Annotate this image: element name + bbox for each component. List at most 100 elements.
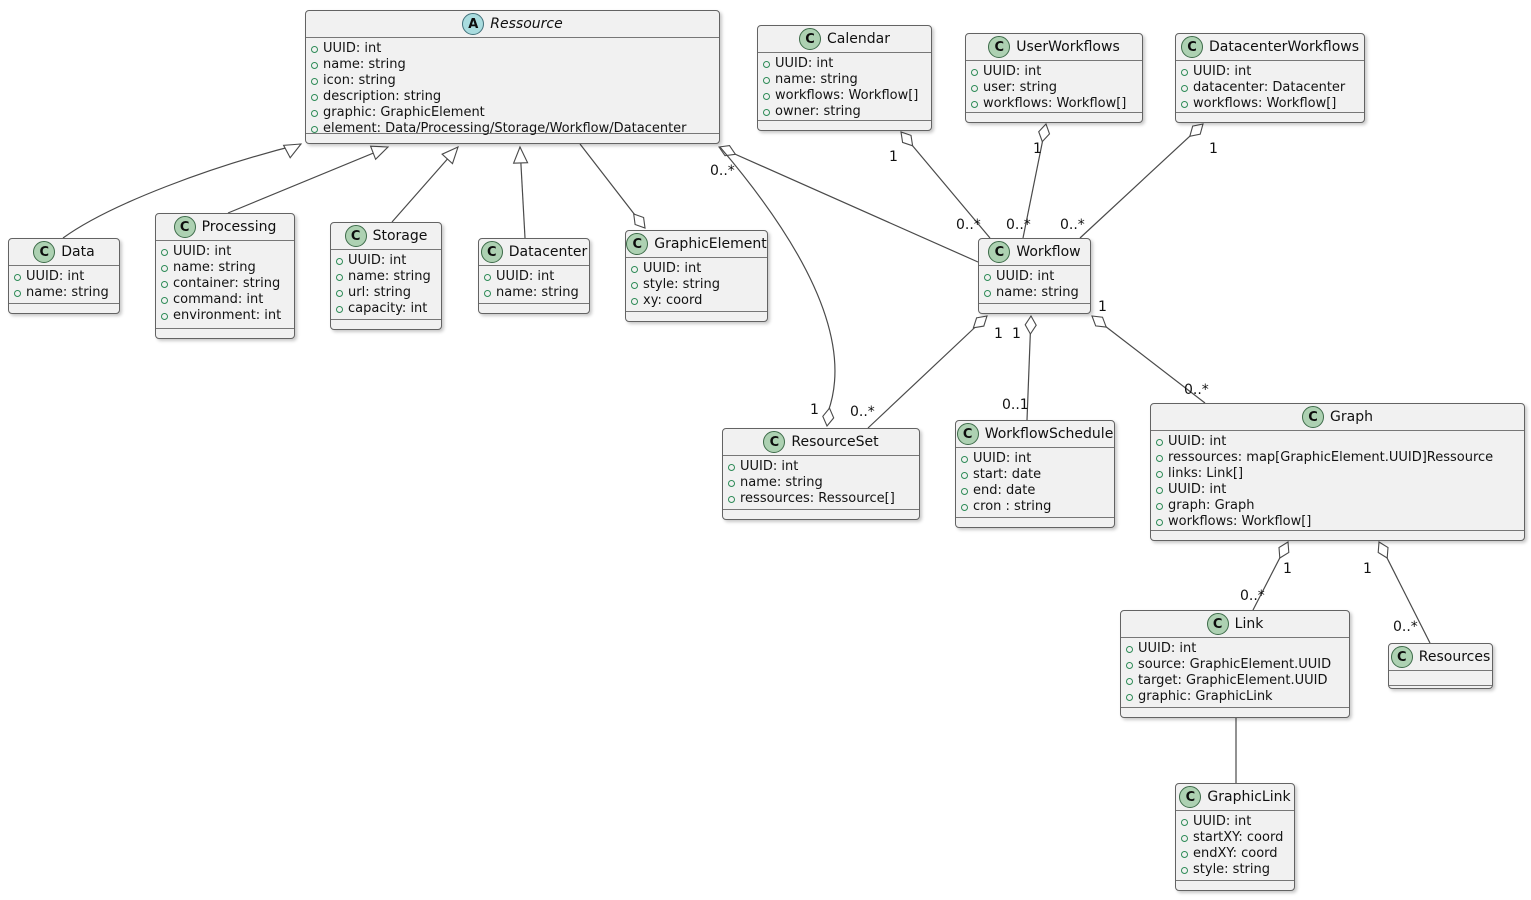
multiplicity-label: 0..* [1006,217,1031,233]
attribute-label: links: Link[] [1168,466,1244,481]
attribute-row: UUID: int [161,244,288,260]
attribute-row: startXY: coord [1181,830,1288,846]
aggregation-line [719,146,836,413]
field-visibility-icon [1126,645,1133,653]
attribute-label: start: date [973,467,1042,482]
field-visibility-icon [336,305,343,313]
class-icon: C [1180,36,1203,58]
field-visibility-icon [336,289,343,297]
attribute-label: environment: int [173,308,282,323]
attribute-label: startXY: coord [1193,830,1284,845]
class-name: Graph [1330,409,1373,425]
relationship-workflow-ressource: 0..* [710,145,979,263]
attribute-label: url: string [348,285,412,300]
multiplicity-label: 1 [1209,141,1218,157]
attribute-label: UUID: int [740,459,799,474]
attribute-row: xy: coord [631,293,761,309]
field-visibility-icon [161,280,168,288]
field-visibility-icon [961,455,968,463]
attribute-row: name: string [161,260,288,276]
multiplicity-label: 0..1 [1002,397,1029,413]
class-box-resources[interactable]: C Resources [1388,643,1493,689]
attribute-row: workflows: Workflow[] [1156,514,1518,530]
class-name: Workflow [1016,244,1081,260]
attribute-row: end: date [961,483,1108,499]
attribute-row: element: Data/Processing/Storage/Workflo… [311,121,713,137]
aggregation-diamond-icon [1278,541,1290,559]
attribute-label: icon: string [323,73,396,88]
relationship-workflow-resourceset: 10..* [850,315,1003,429]
attribute-label: style: string [643,277,721,292]
aggregation-line [867,315,988,429]
multiplicity-label: 0..* [710,163,735,179]
attribute-row: user: string [971,80,1136,96]
relationship-storage-ressource [391,145,459,223]
class-name: Resources [1418,649,1491,665]
relationship-datacenterworkflows-workflow: 1 0..* [1060,123,1218,239]
class-icon: C [988,241,1011,263]
field-visibility-icon [1156,486,1163,494]
field-visibility-icon [484,289,491,297]
attribute-row: style: string [631,277,761,293]
field-visibility-icon [728,495,735,503]
relationship-graph-link: 10..* [1240,541,1292,611]
attribute-label: element: Data/Processing/Storage/Workflo… [323,121,687,136]
multiplicity-label: 1 [994,326,1003,342]
generalization-line [391,146,459,223]
attribute-label: xy: coord [643,293,703,308]
class-name: Storage [372,228,428,244]
field-visibility-icon [1156,470,1163,478]
attributes-compartment [1389,671,1492,686]
field-visibility-icon [14,273,21,281]
multiplicity-label: 0..* [1060,217,1085,233]
relationship-userworkflows-workflow: 10..* [1006,122,1051,239]
attribute-label: name: string [496,285,579,300]
attribute-label: UUID: int [1138,641,1197,656]
class-name: DatacenterWorkflows [1208,39,1360,55]
attribute-row: UUID: int [961,451,1108,467]
field-visibility-icon [1156,454,1163,462]
class-icon: C [173,216,196,238]
methods-compartment [1121,708,1349,717]
field-visibility-icon [728,479,735,487]
class-name: UserWorkflows [1016,39,1120,55]
field-visibility-icon [971,68,978,76]
class-header: C Resources [1389,644,1492,671]
field-visibility-icon [161,296,168,304]
class-name: Processing [201,219,277,235]
methods-compartment [1389,686,1492,695]
attribute-label: graphic: GraphicElement [323,105,485,120]
field-visibility-icon [1181,850,1188,858]
methods-compartment [956,518,1114,527]
multiplicity-label: 1 [1363,561,1372,577]
attribute-label: UUID: int [323,41,382,56]
attribute-row: capacity: int [336,301,435,317]
field-visibility-icon [1126,693,1133,701]
attribute-row: UUID: int [984,269,1084,285]
multiplicity-label: 1 [810,402,819,418]
attribute-label: owner: string [775,104,861,119]
